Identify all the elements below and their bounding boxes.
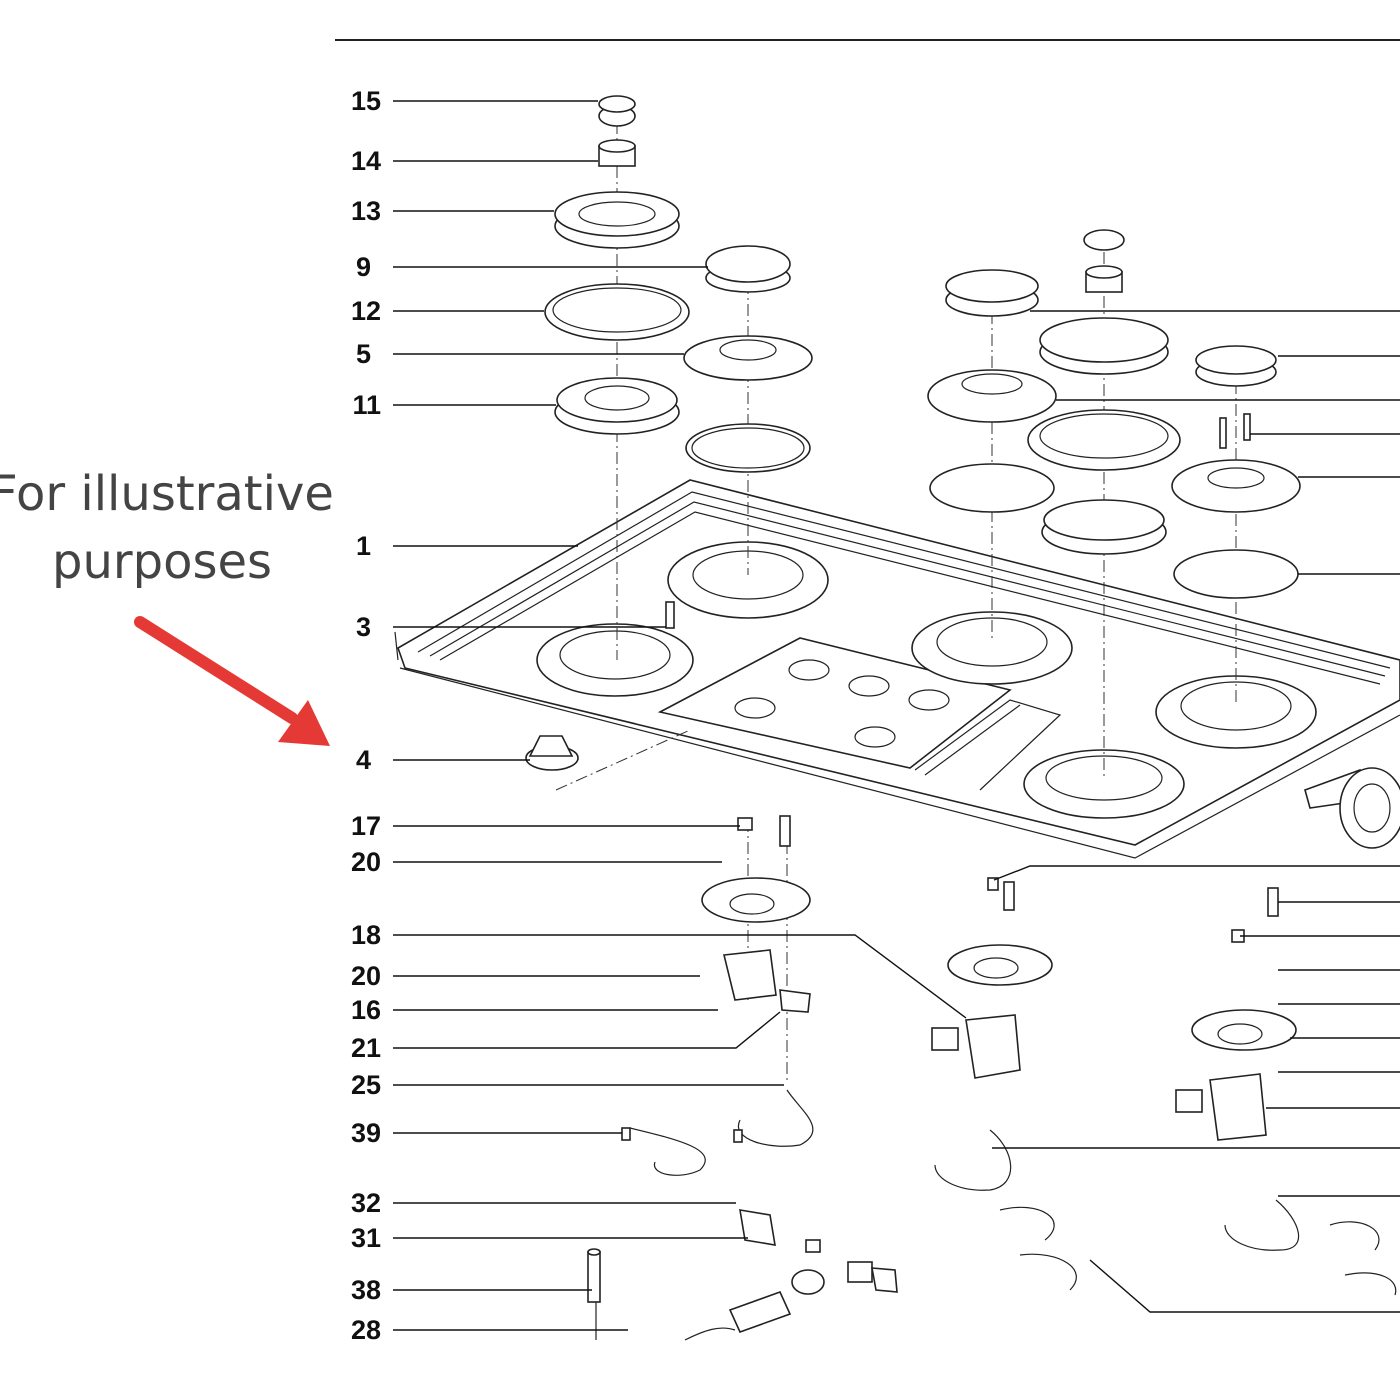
callout-number: 16	[351, 995, 381, 1025]
callout-number: 21	[351, 1033, 381, 1063]
callout-number: 28	[351, 1315, 381, 1345]
callout-number: 31	[351, 1223, 381, 1253]
callout-number: 39	[351, 1118, 381, 1148]
ignition-parts-bottom	[587, 1209, 898, 1341]
leader-lines	[393, 100, 1400, 1331]
callout-number: 5	[356, 339, 371, 369]
valve-assembly-left	[621, 815, 814, 1176]
callout-number: 9	[356, 252, 371, 282]
callout-number: 20	[351, 961, 381, 991]
callout-number: 18	[351, 920, 381, 950]
callout-number: 17	[351, 811, 381, 841]
valve-assembly-right	[1175, 887, 1397, 1296]
callout-number: 1	[356, 531, 371, 561]
callout-number: 15	[351, 86, 381, 116]
callout-number: 11	[352, 390, 381, 420]
knob-part	[525, 729, 691, 791]
burner-stack-left	[544, 95, 813, 660]
callout-number: 3	[356, 612, 371, 642]
callout-number: 25	[351, 1070, 381, 1100]
cooktop-panel	[394, 479, 1400, 859]
valve-assembly-center	[931, 877, 1077, 1291]
callout-number: 12	[351, 296, 381, 326]
callout-numbers: 15 14 13 9 12 5 11 1 3 4 17 20 18 20 16 …	[351, 86, 381, 1345]
callout-number: 38	[351, 1275, 381, 1305]
callout-number: 13	[351, 196, 381, 226]
note-line-1: For illustrative	[0, 466, 334, 522]
callout-number: 4	[356, 745, 371, 775]
hose-fitting-part	[1304, 767, 1400, 849]
callout-number: 14	[351, 146, 381, 176]
callout-number: 32	[351, 1188, 381, 1218]
burner-stack-right	[927, 229, 1301, 780]
red-arrow-icon	[134, 616, 330, 746]
note-line-2: purposes	[52, 534, 272, 590]
callout-number: 20	[351, 847, 381, 877]
